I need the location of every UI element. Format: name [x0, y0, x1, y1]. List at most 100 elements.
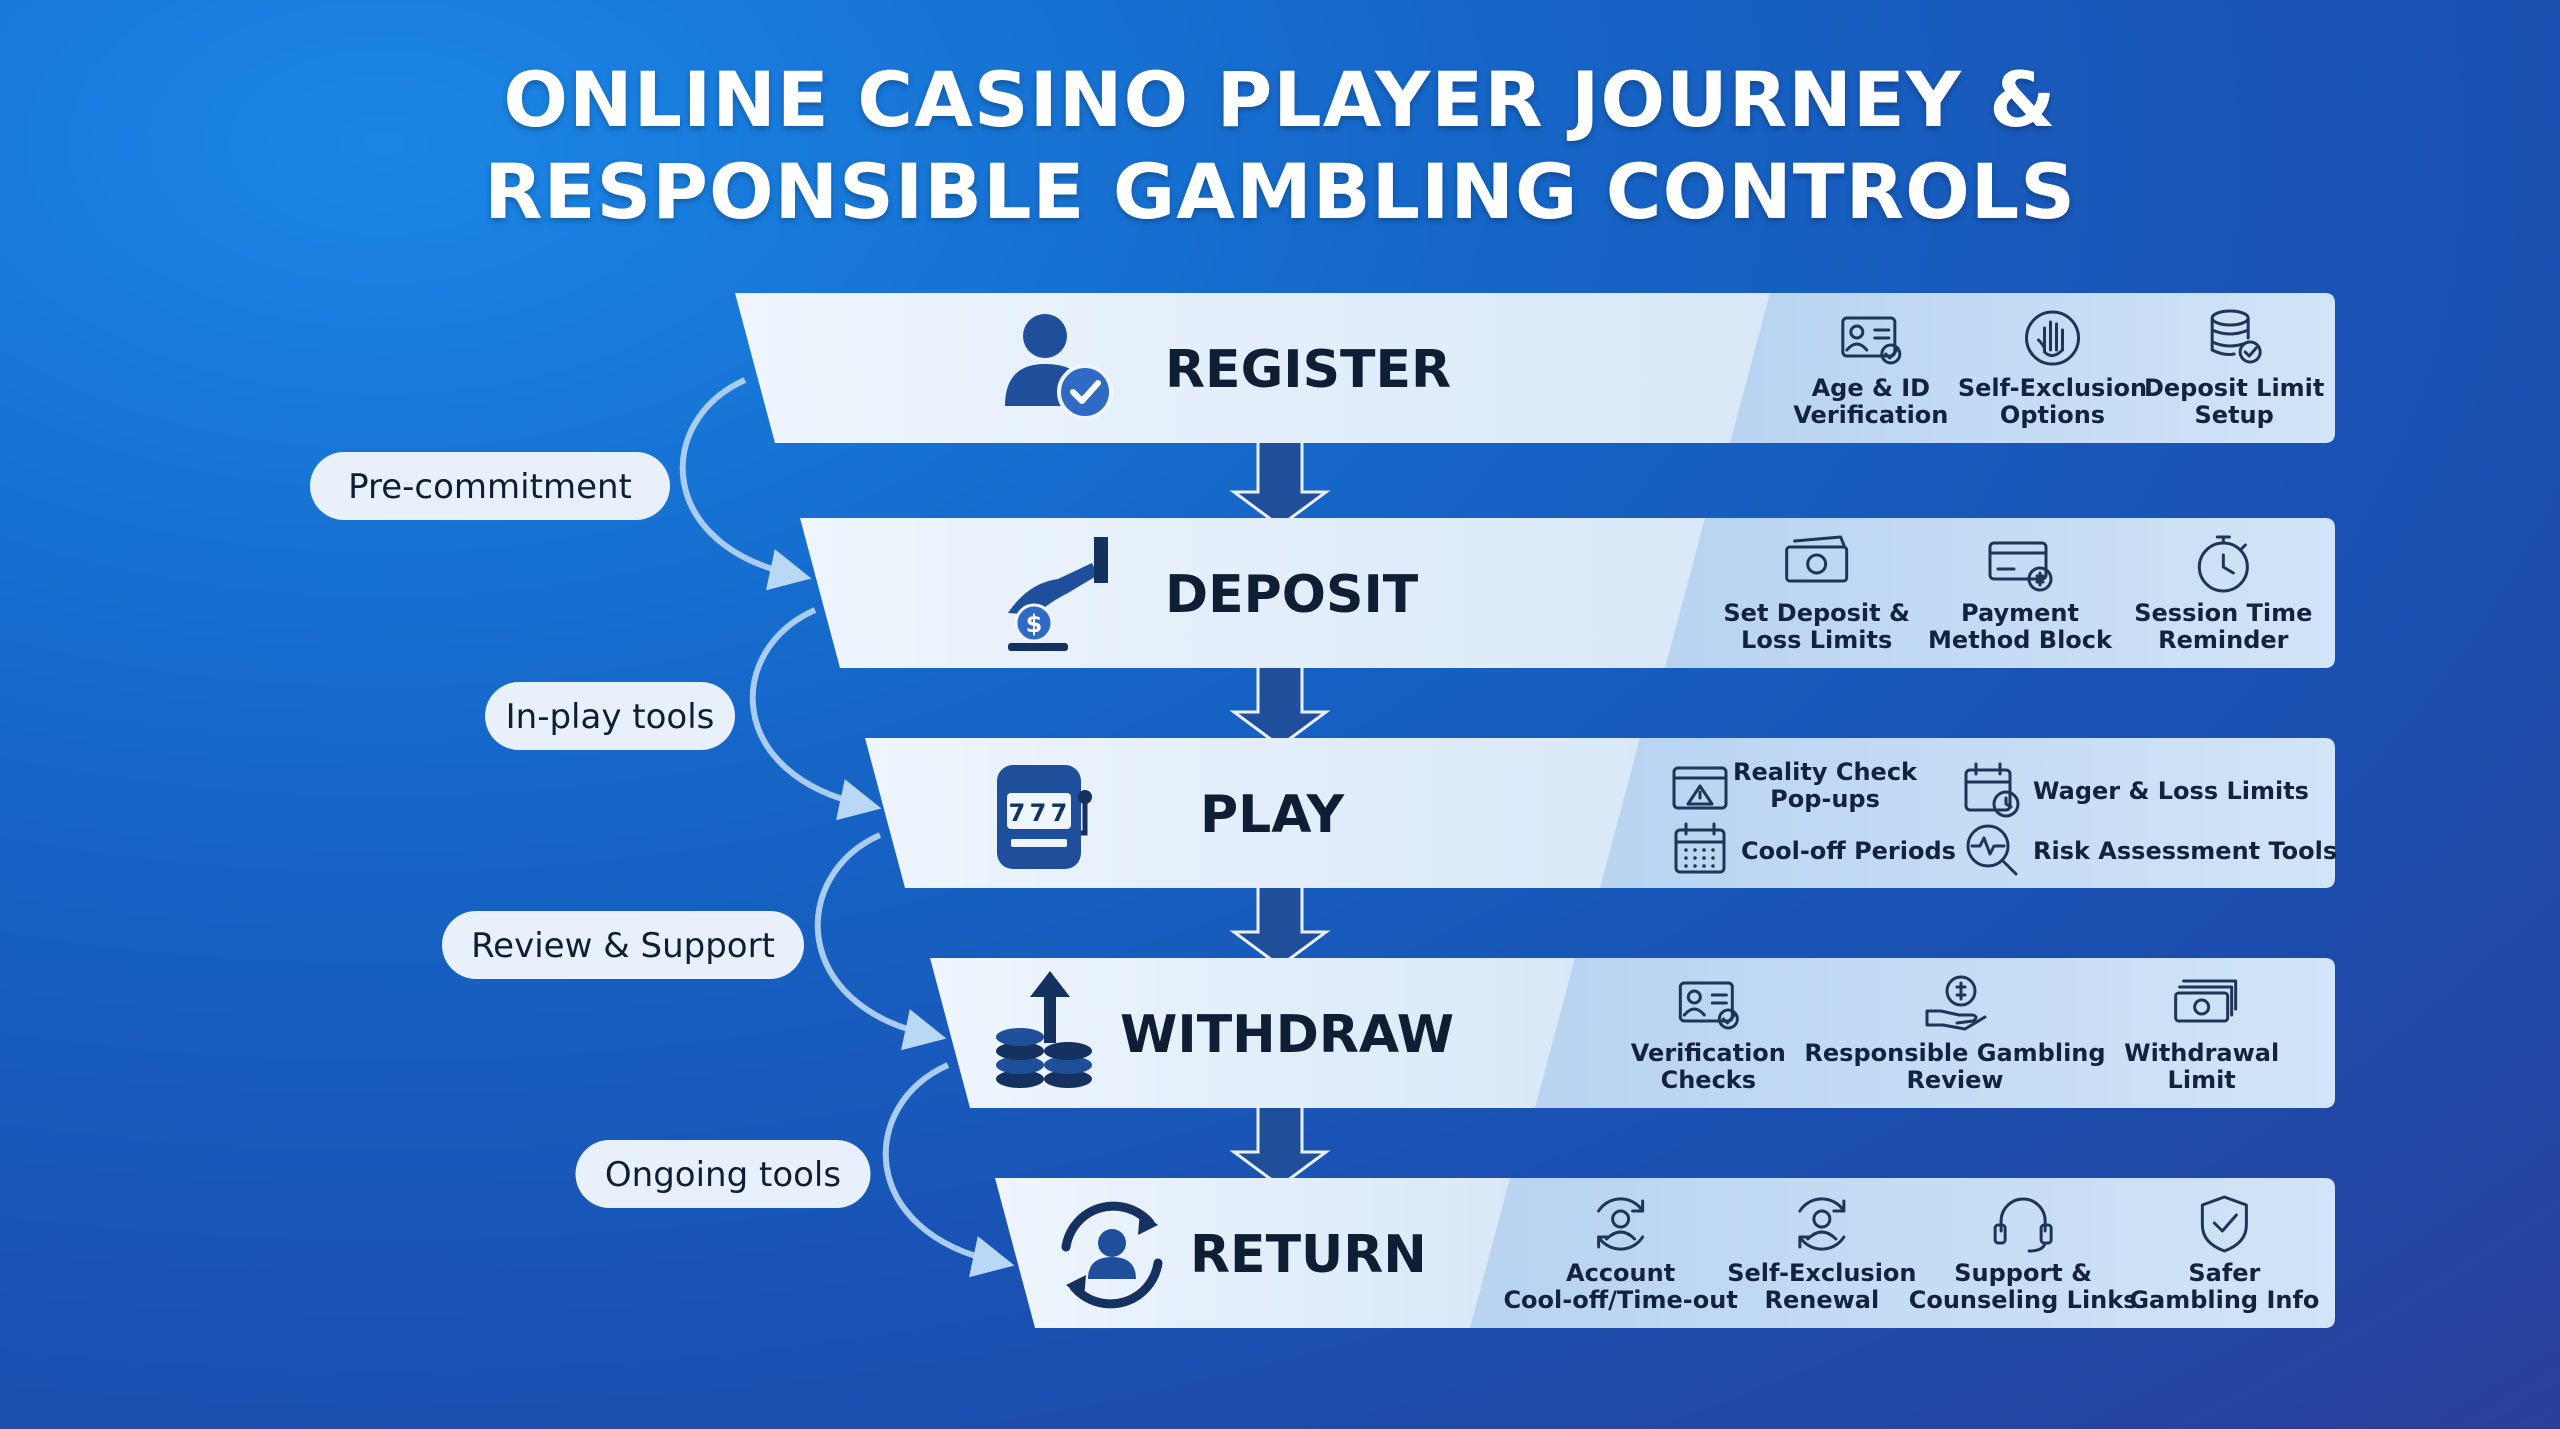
control-label: Self-Exclusion [1727, 1259, 1916, 1287]
id-card-icon [1841, 316, 1902, 365]
control-label: Options [2000, 401, 2105, 429]
control-label: Age & ID [1812, 374, 1931, 402]
id-card-icon [1678, 981, 1739, 1030]
side-label-pill: Pre-commitment [310, 452, 670, 520]
control-label: Account [1566, 1259, 1675, 1287]
svg-text:$: $ [1026, 610, 1043, 638]
control-item: Cool-off Periods [1674, 822, 1956, 874]
side-label: Review & Support [471, 926, 775, 966]
side-label-pill: In-play tools [485, 682, 735, 750]
page-title-line-1: ONLINE CASINO PLAYER JOURNEY & [503, 55, 2057, 144]
control-label: Verification [1631, 1039, 1786, 1067]
control-label: Method Block [1928, 626, 2113, 654]
control-label: Support & [1954, 1259, 2092, 1287]
coin-stack-check-icon [2210, 309, 2262, 364]
curved-arrow-icon [679, 377, 812, 591]
hand-stop-icon [2025, 310, 2080, 366]
side-label-pill: Ongoing tools [575, 1140, 871, 1208]
side-label: Ongoing tools [605, 1155, 841, 1195]
svg-text:7: 7 [1009, 799, 1026, 827]
down-arrow-icon [1229, 880, 1331, 968]
controls-panel [1450, 1178, 2335, 1328]
control-label: Reminder [2158, 626, 2289, 654]
control-label: Session Time [2134, 599, 2312, 627]
side-label: Pre-commitment [348, 467, 632, 507]
calendar-icon [1674, 822, 1726, 874]
control-label: Reality Check [1733, 758, 1918, 786]
down-arrow-icon [1229, 435, 1331, 528]
coins-arrow-up-icon [996, 971, 1092, 1088]
hand-coin-icon: $ [1008, 537, 1108, 651]
control-item: Set Deposit &Loss Limits [1723, 535, 1910, 654]
control-label: Cool-off Periods [1741, 837, 1956, 865]
side-label-pill: Review & Support [442, 911, 804, 979]
control-item: Support &Counseling Links [1909, 1197, 2138, 1314]
control-label: Wager & Loss Limits [2033, 777, 2309, 805]
calendar-clock-icon [1964, 762, 2020, 818]
down-arrow-icon [1229, 660, 1331, 748]
control-label: Cool-off/Time-out [1503, 1286, 1737, 1314]
stage-title-register: REGISTER [1165, 340, 1451, 400]
headset-icon [1993, 1197, 2053, 1253]
stage-title-play: PLAY [1200, 785, 1346, 845]
control-label: Limit [2168, 1066, 2236, 1094]
user-refresh-icon [1597, 1197, 1645, 1251]
control-label: Deposit Limit [2144, 374, 2324, 402]
stage-title-return: RETURN [1190, 1225, 1427, 1285]
side-label: In-play tools [506, 697, 715, 737]
control-label: Review [1906, 1066, 2003, 1094]
control-label: Gambling Info [2129, 1286, 2319, 1314]
magnifier-pulse-icon [1966, 824, 2018, 876]
control-label: Verification [1793, 401, 1948, 429]
user-refresh-icon [1798, 1197, 1846, 1251]
svg-text:7: 7 [1051, 799, 1068, 827]
control-label: Safer [2188, 1259, 2260, 1287]
stage-title-withdraw: WITHDRAW [1120, 1005, 1454, 1065]
control-label: Responsible Gambling [1804, 1039, 2105, 1067]
stage-title-deposit: DEPOSIT [1165, 565, 1419, 625]
control-item: Wager & Loss Limits [1964, 762, 2309, 818]
control-item: Risk Assessment Tools [1966, 824, 2337, 876]
shield-check-icon [2200, 1195, 2248, 1253]
control-label: Risk Assessment Tools [2033, 837, 2337, 865]
page-title-line-2: RESPONSIBLE GAMBLING CONTROLS [484, 147, 2076, 236]
control-label: Self-Exclusion [1958, 374, 2147, 402]
user-cycle-icon [1061, 1201, 1163, 1309]
curved-arrow-icon [749, 607, 882, 821]
svg-text:7: 7 [1030, 799, 1047, 827]
stopwatch-icon [2197, 535, 2249, 593]
credit-card-icon [1988, 541, 2053, 592]
stage-band [995, 1178, 1510, 1328]
curved-arrow-icon [814, 832, 947, 1051]
control-label: Set Deposit & [1723, 599, 1910, 627]
cash-stack-icon [2174, 979, 2238, 1023]
control-label: Withdrawal [2124, 1039, 2279, 1067]
control-label: Payment [1961, 599, 2079, 627]
control-label: Loss Limits [1741, 626, 1892, 654]
cash-icon [1785, 535, 1849, 583]
control-label: Setup [2195, 401, 2274, 429]
stage-band [735, 293, 1770, 443]
stage-row-return: RETURN AccountCool-off/Time-outSelf-Exclu… [995, 1178, 2335, 1328]
user-check-icon [1005, 314, 1113, 420]
curved-arrow-icon [882, 1062, 1015, 1278]
controls-panel [1710, 293, 2335, 443]
controls-panel [1580, 738, 2335, 888]
